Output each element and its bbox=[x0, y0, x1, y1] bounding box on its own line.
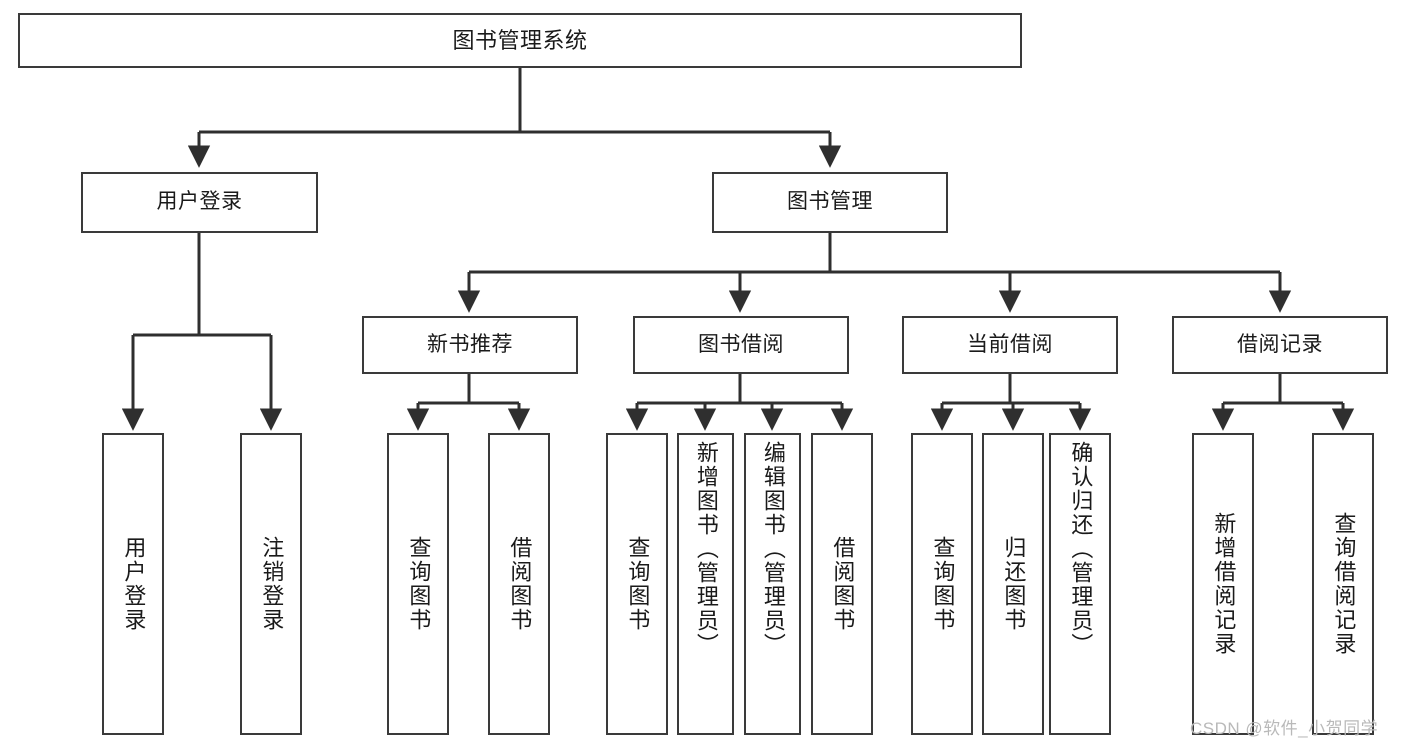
node-book-manage-label: 图书管理 bbox=[787, 190, 873, 214]
node-leaf-borrow-book-2[interactable]: 借阅图书 bbox=[811, 433, 873, 735]
node-leaf-query-record[interactable]: 查询借阅记录 bbox=[1312, 433, 1374, 735]
node-user-login-label: 用户登录 bbox=[156, 190, 243, 214]
node-leaf-query-book-2-label: 查询图书 bbox=[625, 536, 651, 632]
node-root[interactable]: 图书管理系统 bbox=[18, 13, 1022, 68]
node-leaf-return-book[interactable]: 归还图书 bbox=[982, 433, 1044, 735]
node-leaf-borrow-book-1[interactable]: 借阅图书 bbox=[488, 433, 550, 735]
node-user-login[interactable]: 用户登录 bbox=[81, 172, 318, 233]
node-leaf-add-book[interactable]: 新增图书（管理员） bbox=[677, 433, 734, 735]
node-book-borrow-label: 图书借阅 bbox=[698, 332, 784, 356]
node-leaf-borrow-book-2-label: 借阅图书 bbox=[830, 536, 856, 632]
node-leaf-query-book-1[interactable]: 查询图书 bbox=[387, 433, 449, 735]
node-book-borrow[interactable]: 图书借阅 bbox=[633, 316, 849, 374]
node-leaf-add-book-label: 新增图书（管理员） bbox=[693, 441, 719, 657]
node-current-borrow-label: 当前借阅 bbox=[967, 332, 1053, 356]
node-leaf-borrow-book-1-label: 借阅图书 bbox=[507, 536, 533, 632]
node-borrow-record-label: 借阅记录 bbox=[1237, 332, 1323, 356]
node-leaf-edit-book-label: 编辑图书（管理员） bbox=[760, 441, 786, 657]
node-leaf-query-book-1-label: 查询图书 bbox=[406, 536, 432, 632]
node-book-manage[interactable]: 图书管理 bbox=[712, 172, 948, 233]
node-leaf-query-book-3[interactable]: 查询图书 bbox=[911, 433, 973, 735]
node-leaf-logout-label: 注销登录 bbox=[259, 536, 285, 632]
node-leaf-query-record-label: 查询借阅记录 bbox=[1331, 512, 1357, 656]
node-leaf-user-login[interactable]: 用户登录 bbox=[102, 433, 164, 735]
node-leaf-add-record-label: 新增借阅记录 bbox=[1211, 512, 1237, 656]
node-leaf-query-book-2[interactable]: 查询图书 bbox=[606, 433, 668, 735]
node-new-book-recommend[interactable]: 新书推荐 bbox=[362, 316, 578, 374]
csdn-watermark: CSDN @软件_小贺同学 bbox=[1190, 719, 1379, 738]
node-current-borrow[interactable]: 当前借阅 bbox=[902, 316, 1118, 374]
node-leaf-confirm-return-label: 确认归还（管理员） bbox=[1068, 441, 1094, 657]
node-leaf-user-login-label: 用户登录 bbox=[121, 536, 147, 632]
node-leaf-logout[interactable]: 注销登录 bbox=[240, 433, 302, 735]
node-new-book-recommend-label: 新书推荐 bbox=[427, 332, 513, 356]
node-leaf-edit-book[interactable]: 编辑图书（管理员） bbox=[744, 433, 801, 735]
node-leaf-confirm-return[interactable]: 确认归还（管理员） bbox=[1049, 433, 1111, 735]
node-borrow-record[interactable]: 借阅记录 bbox=[1172, 316, 1388, 374]
node-leaf-add-record[interactable]: 新增借阅记录 bbox=[1192, 433, 1254, 735]
node-leaf-return-book-label: 归还图书 bbox=[1001, 536, 1027, 632]
node-leaf-query-book-3-label: 查询图书 bbox=[930, 536, 956, 632]
node-root-label: 图书管理系统 bbox=[452, 27, 588, 53]
